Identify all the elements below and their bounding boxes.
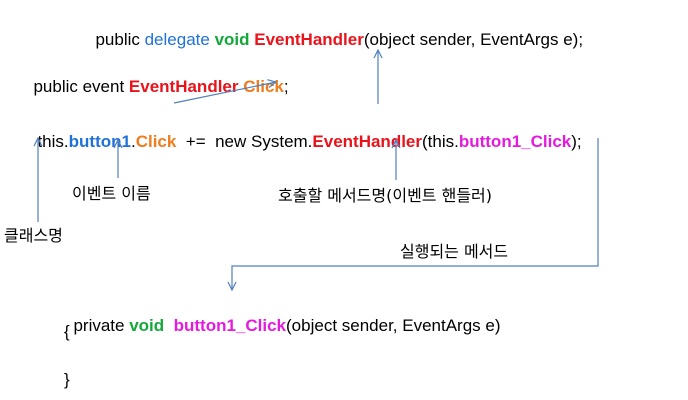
- code-token: += new System.: [176, 132, 313, 151]
- eventhandler-type: EventHandler: [312, 132, 422, 151]
- code-token: (object sender, EventArgs e);: [363, 30, 584, 49]
- close-brace: }: [64, 370, 70, 389]
- code-token: .: [130, 132, 136, 151]
- event-name-label: 이벤트 이름: [72, 184, 151, 203]
- code-token: public: [95, 30, 145, 49]
- executed-method-label: 실행되는 메서드: [400, 242, 509, 261]
- click-event-name: Click: [135, 132, 177, 151]
- handler-method-name: button1_Click: [173, 316, 287, 335]
- class-name-label: 클래스명: [4, 226, 63, 245]
- handler-name-label: 호출할 메서드명(이벤트 핸들러): [278, 186, 493, 205]
- code-token: (this.: [422, 132, 459, 151]
- event-subscription-line: this.button1.Click += new System.EventHa…: [28, 112, 582, 152]
- click-event-name: Click: [243, 77, 284, 96]
- code-token: private: [73, 316, 130, 335]
- delegate-declaration-line: public delegate void EventHandler(object…: [86, 10, 583, 50]
- method-declaration-line: private void button1_Click(object sender…: [64, 296, 501, 336]
- void-keyword: void: [214, 30, 250, 49]
- event-declaration-line: public event EventHandler Click;: [24, 57, 289, 97]
- code-token: public event: [33, 77, 129, 96]
- eventhandler-type: EventHandler: [128, 77, 239, 96]
- open-brace: {: [64, 322, 70, 341]
- code-token: this.: [37, 132, 69, 151]
- code-token: (object sender, EventArgs e): [286, 316, 501, 335]
- eventhandler-type: EventHandler: [254, 30, 364, 49]
- executed-method-arrow: [232, 138, 599, 290]
- handler-method-name: button1_Click: [458, 132, 572, 151]
- code-token: );: [571, 132, 582, 151]
- void-keyword: void: [129, 316, 165, 335]
- code-token: [164, 316, 173, 335]
- delegate-keyword: delegate: [144, 30, 210, 49]
- code-token: ;: [283, 77, 289, 96]
- button1-object: button1: [68, 132, 131, 151]
